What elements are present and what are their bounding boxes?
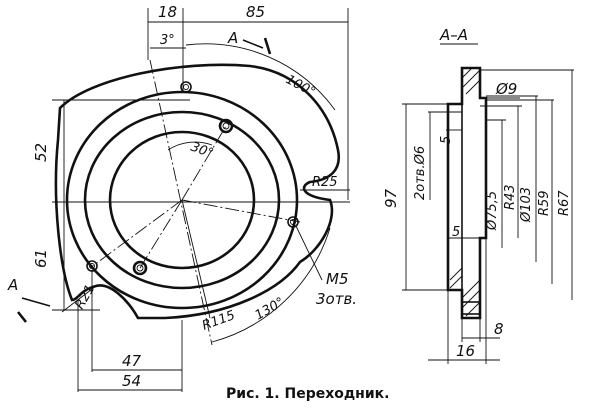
dim-97: 97 (382, 188, 400, 208)
dim-52: 52 (32, 143, 50, 162)
dim-16: 16 (456, 342, 475, 360)
front-view: 18 85 3° A 52 61 (7, 3, 357, 392)
hole-right (287, 216, 299, 228)
r21-leader (61, 285, 97, 313)
vertical-centerline (149, 59, 213, 346)
dim-2holes: 2отв.Ø6 (413, 146, 428, 200)
section-profile (446, 66, 488, 320)
dim-3deg: 3° (160, 33, 175, 48)
radial-line-30 (181, 125, 227, 201)
arc-100 (185, 43, 336, 111)
dim-3holes: 3отв. (316, 290, 357, 308)
section-title: A–A (439, 26, 468, 44)
dim-85: 85 (246, 3, 265, 21)
inner-bore (108, 130, 256, 270)
m5-leader (295, 225, 323, 281)
dim-r25: R25 (312, 175, 338, 190)
dim-d103: Ø103 (519, 187, 534, 223)
dim-d75: Ø75,5 (485, 191, 500, 231)
arc-130 (211, 227, 331, 343)
section-arrow-top (242, 39, 264, 49)
outer-contour (54, 63, 341, 320)
hole-upper-right (218, 118, 234, 134)
section-mark-top: A (227, 29, 238, 47)
dim-30deg: 30° (189, 140, 216, 162)
hole-lower (132, 260, 148, 276)
section-hole (461, 301, 481, 315)
dim-5b: 5 (452, 225, 460, 240)
dim-130deg: 130° (253, 295, 288, 324)
hole-top (180, 81, 192, 93)
dim-100deg: 100° (283, 72, 318, 100)
section-mark-left: A (7, 276, 18, 294)
section-view: A–A 97 2отв.Ø6 5 Ø9 (382, 26, 574, 364)
section-hatching (449, 67, 481, 317)
dim-r59: R59 (537, 190, 552, 216)
section-tick-top (263, 37, 272, 55)
dim-m5: M5 (326, 270, 349, 288)
radial-line-left (89, 199, 183, 269)
dim-5a: 5 (439, 136, 454, 144)
section-arrow-left (21, 297, 51, 307)
dim-r67: R67 (557, 190, 572, 216)
radial-line-right (181, 199, 301, 223)
middle-ring (83, 110, 281, 290)
r115-leader (181, 199, 211, 319)
dim-61: 61 (32, 249, 50, 268)
dim-8: 8 (494, 320, 504, 338)
dim-54: 54 (122, 372, 141, 390)
arc-30 (167, 141, 213, 151)
radial-line-lower (139, 199, 183, 269)
dim-r43: R43 (503, 184, 518, 210)
outer-ring (65, 90, 299, 310)
section-tick-left (16, 311, 28, 323)
figure-caption: Рис. 1. Переходник. (226, 386, 389, 402)
dim-18: 18 (158, 3, 177, 21)
dim-d9: Ø9 (495, 80, 517, 98)
dim-47: 47 (122, 352, 142, 370)
